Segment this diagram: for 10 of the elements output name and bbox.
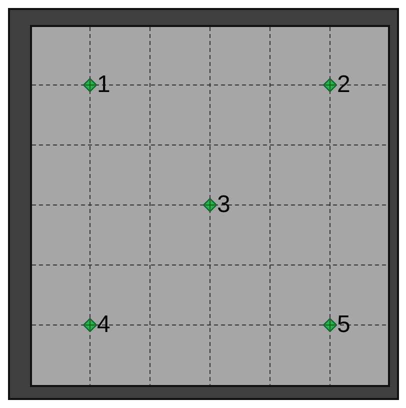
point-marker — [323, 78, 337, 92]
point-label: 5 — [337, 313, 350, 337]
point-marker — [323, 318, 337, 332]
point-marker — [83, 318, 97, 332]
point-label: 3 — [217, 193, 230, 217]
point-label: 4 — [97, 313, 110, 337]
point-marker — [83, 78, 97, 92]
point-marker — [203, 198, 217, 212]
point-label: 1 — [97, 73, 110, 97]
point-label: 2 — [337, 73, 350, 97]
